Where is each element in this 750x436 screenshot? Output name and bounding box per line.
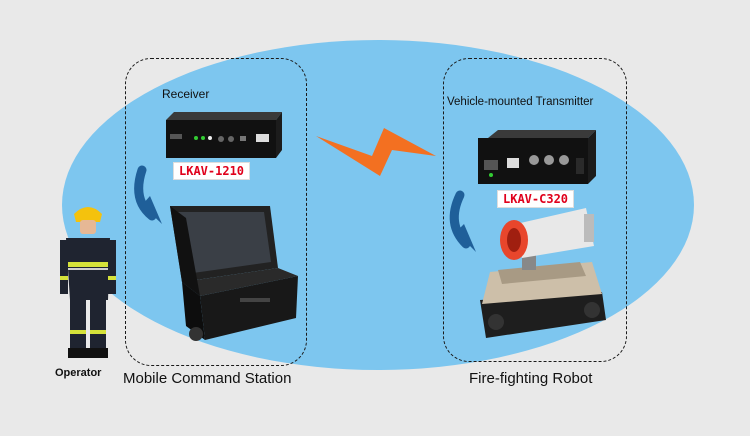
command-case: [170, 206, 298, 341]
transmitter-label: Vehicle-mounted Transmitter: [447, 96, 594, 108]
wireless-link-icon: [316, 128, 436, 176]
curved-arrow-icon: [134, 165, 162, 224]
transmitter-device: [478, 130, 596, 184]
curved-arrow-icon: [449, 190, 476, 252]
robot: [480, 208, 606, 338]
operator-label: Operator: [55, 367, 102, 379]
mobile-command-station-caption: Mobile Command Station: [123, 370, 292, 387]
fire-fighting-robot-group: [443, 58, 627, 362]
firefighter: [60, 207, 116, 358]
mobile-command-station-group: [125, 58, 307, 366]
receiver-model-badge: LKAV-1210: [173, 162, 251, 180]
fire-fighting-robot-caption: Fire-fighting Robot: [469, 370, 593, 387]
receiver-label: Receiver: [162, 87, 210, 101]
transmitter-model-badge: LKAV-C320: [497, 190, 575, 208]
receiver-device: [166, 112, 282, 158]
